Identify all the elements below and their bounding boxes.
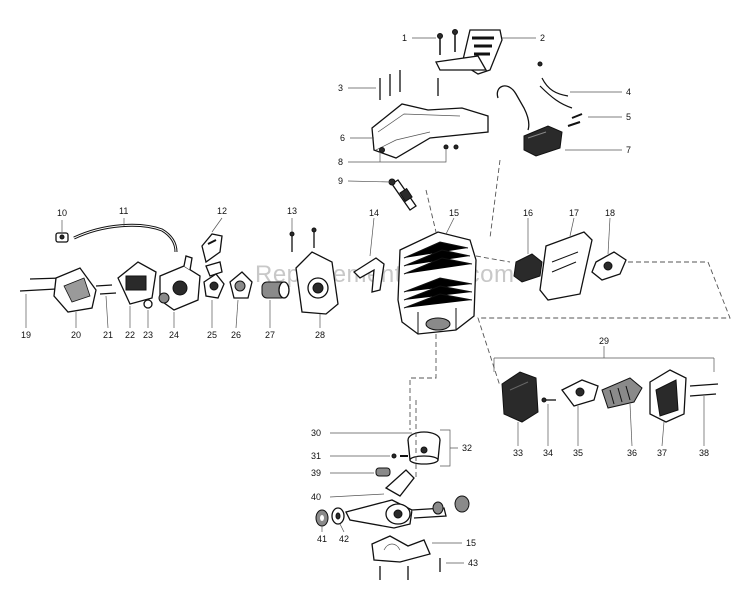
- callout-38: 38: [699, 448, 709, 458]
- callout-1: 1: [402, 33, 407, 43]
- part-11-fuel-line: [73, 223, 178, 253]
- part-8-washers: [379, 144, 459, 153]
- callout-12: 12: [217, 206, 227, 216]
- callout-20: 20: [71, 330, 81, 340]
- part-25-gasket: [203, 273, 225, 299]
- assembly-lines: [409, 159, 731, 480]
- callout-26: 26: [231, 330, 241, 340]
- callout-labels: 1 2 3 4 5 6 7 8 9 10 11 12 13 14 15 16 1…: [21, 33, 709, 568]
- part-16-gasket: [513, 253, 543, 283]
- callout-21: 21: [103, 330, 113, 340]
- part-6-top-cover: [371, 103, 489, 159]
- part-4-ignition-lead: [496, 61, 573, 131]
- callout-3: 3: [338, 83, 343, 93]
- callout-34: 34: [543, 448, 553, 458]
- part-34-bolt: [541, 397, 556, 403]
- callout-41: 41: [317, 534, 327, 544]
- callout-9: 9: [338, 176, 343, 186]
- part-9-spark-plug: [388, 178, 417, 211]
- callout-31: 31: [311, 451, 321, 461]
- callout-39: 39: [311, 468, 321, 478]
- part-31-clip: [391, 453, 408, 459]
- callout-23: 23: [143, 330, 153, 340]
- callout-16: 16: [523, 208, 533, 218]
- callout-29: 29: [599, 336, 609, 346]
- callout-37: 37: [657, 448, 667, 458]
- part-21-screws: [95, 284, 117, 295]
- part-17-heat-shield: [539, 231, 593, 301]
- part-3-screws: [379, 70, 439, 100]
- callout-11: 11: [119, 206, 128, 216]
- part-37-muffler-front: [649, 369, 687, 423]
- callout-36: 36: [627, 448, 637, 458]
- part-2-handle-bracket: [435, 29, 503, 75]
- callout-42: 42: [339, 534, 349, 544]
- callout-30: 30: [311, 428, 321, 438]
- callout-13: 13: [287, 206, 297, 216]
- part-32-piston: [407, 431, 441, 465]
- part-1-screws: [437, 29, 458, 55]
- callout-32: 32: [462, 443, 472, 453]
- callout-4: 4: [626, 87, 631, 97]
- part-20-air-filter-cover: [53, 267, 97, 313]
- callout-8: 8: [338, 157, 343, 167]
- part-43-screws: [379, 558, 441, 580]
- part-14-bracket: [352, 257, 385, 293]
- callout-25: 25: [207, 330, 217, 340]
- part-41-bearing: [315, 509, 329, 527]
- callout-7: 7: [626, 145, 631, 155]
- part-18-gasket: [591, 251, 627, 281]
- callout-18: 18: [605, 208, 615, 218]
- part-28-intake-manifold: [295, 251, 339, 315]
- part-5-screws: [567, 113, 583, 127]
- part-12-boot: [201, 233, 223, 277]
- part-24-carburetor: [158, 255, 201, 311]
- callout-40: 40: [311, 492, 321, 502]
- part-36-spark-arrestor: [601, 377, 643, 409]
- part-15-cylinder: [397, 231, 477, 335]
- part-40-crankshaft: [345, 469, 470, 529]
- callout-14: 14: [369, 208, 379, 218]
- part-23-o-ring: [143, 299, 153, 309]
- callout-19: 19: [21, 330, 31, 340]
- part-42-seal: [331, 507, 345, 525]
- callout-35: 35: [573, 448, 583, 458]
- callout-15: 15: [449, 208, 459, 218]
- part-38-bolts: [689, 383, 719, 397]
- callout-5: 5: [626, 112, 631, 122]
- callout-33: 33: [513, 448, 523, 458]
- callout-28: 28: [315, 330, 325, 340]
- part-33-muffler-back: [501, 371, 539, 423]
- callout-2: 2: [540, 33, 545, 43]
- callout-24: 24: [169, 330, 179, 340]
- part-35-baffle: [561, 379, 599, 407]
- callout-10: 10: [57, 208, 67, 218]
- callout-22: 22: [125, 330, 135, 340]
- callout-15-crankcase: 15: [466, 538, 476, 548]
- callout-27: 27: [265, 330, 275, 340]
- part-15-crankcase: [371, 535, 431, 563]
- callout-17: 17: [569, 208, 579, 218]
- part-26-spacer: [229, 271, 253, 299]
- part-39-bearing: [375, 467, 391, 477]
- part-7-ignition-module: [523, 125, 563, 157]
- part-22-filter-plate: [117, 261, 157, 305]
- callout-6: 6: [340, 133, 345, 143]
- callout-43: 43: [468, 558, 478, 568]
- part-10-fitting: [55, 232, 69, 243]
- leader-lines: [25, 37, 715, 564]
- part-13-screws: [289, 227, 317, 252]
- part-27-intake-boot: [261, 281, 290, 299]
